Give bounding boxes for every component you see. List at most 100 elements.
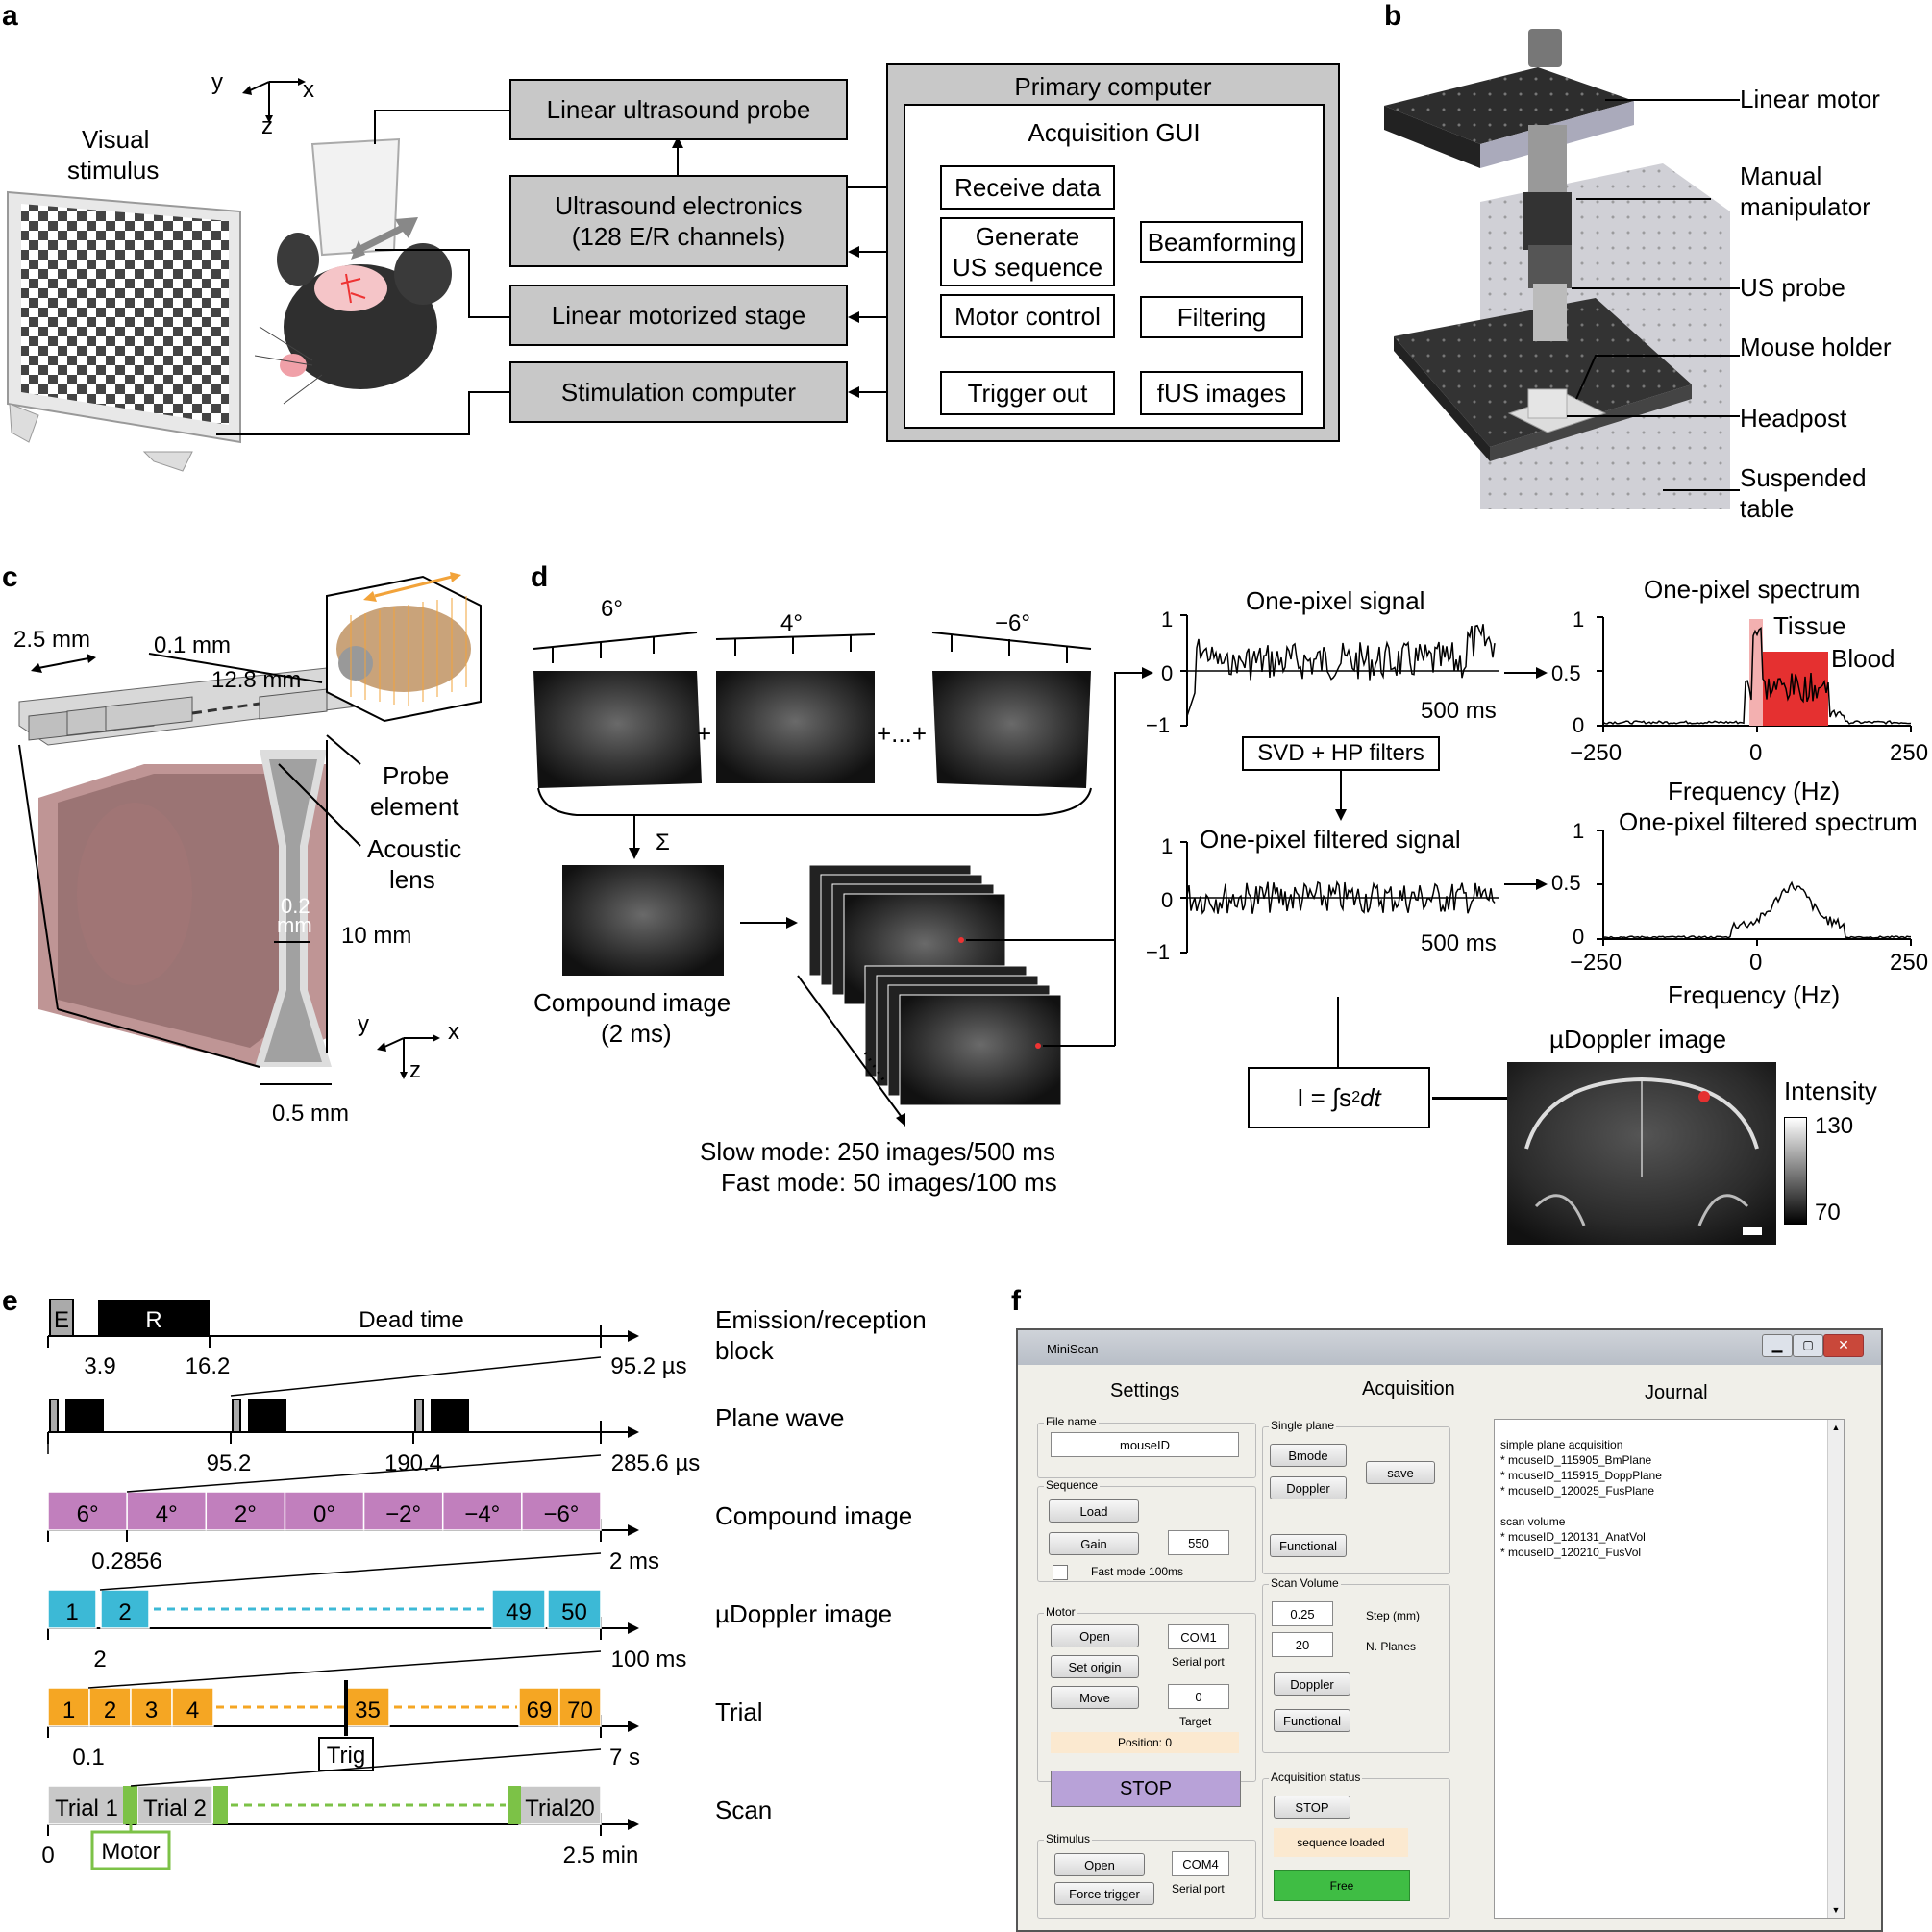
journal-scrollbar[interactable]: ▲ ▼ bbox=[1827, 1420, 1844, 1918]
doppler-cell-label: 1 bbox=[65, 1599, 78, 1625]
trial-cell-label: 4 bbox=[186, 1697, 199, 1723]
row5-tick-label: 0.1 bbox=[72, 1745, 104, 1771]
step-input[interactable]: 0.25 bbox=[1272, 1601, 1333, 1626]
close-icon[interactable]: ✕ bbox=[1823, 1334, 1864, 1357]
signal-trace bbox=[1186, 624, 1496, 717]
fspec-xtick-250: 250 bbox=[1890, 950, 1929, 976]
serial-port-label: Serial port bbox=[1172, 1655, 1225, 1669]
row-label-emission-1: Emission/reception bbox=[715, 1305, 927, 1334]
scan-cell bbox=[47, 1785, 126, 1825]
journal-line: * mouseID_115905_BmPlane bbox=[1500, 1453, 1652, 1467]
stimulation-computer-box: Stimulation computer bbox=[509, 361, 848, 423]
plane-wave-3-r bbox=[431, 1399, 469, 1432]
panel-letter-c: c bbox=[2, 561, 18, 593]
generate-line-1: Generate bbox=[975, 222, 1080, 251]
generate-line-2: US sequence bbox=[952, 253, 1103, 282]
spec-ytick-05: 0.5 bbox=[1551, 661, 1581, 685]
plus-dots: +...+ bbox=[877, 719, 928, 748]
move-button[interactable]: Move bbox=[1051, 1686, 1139, 1709]
functional-button[interactable]: Functional bbox=[1270, 1534, 1347, 1557]
spectrum-trace bbox=[1602, 626, 1912, 725]
set-origin-button[interactable]: Set origin bbox=[1051, 1655, 1139, 1678]
doppler-button[interactable]: Doppler bbox=[1270, 1476, 1347, 1499]
journal-line: * mouseID_120210_FusVol bbox=[1500, 1546, 1642, 1559]
scan-cell bbox=[136, 1785, 213, 1825]
doppler-cell-label: 2 bbox=[118, 1599, 131, 1625]
scan-cell-label: Trial 2 bbox=[143, 1796, 207, 1821]
stop-status-button[interactable]: STOP bbox=[1274, 1796, 1350, 1819]
target-input[interactable]: 0 bbox=[1168, 1684, 1229, 1709]
free-status: Free bbox=[1274, 1870, 1410, 1901]
formula-part-a: I = ∫s bbox=[1297, 1083, 1352, 1112]
row6-tick-label: 0 bbox=[41, 1843, 54, 1869]
doppler-image-title: µDoppler image bbox=[1549, 1025, 1727, 1053]
plus-sign: + bbox=[697, 719, 712, 748]
row6-tick-label: 2.5 min bbox=[563, 1843, 639, 1869]
journal-line: * mouseID_120025_FusPlane bbox=[1500, 1484, 1655, 1498]
motor-label: Motor bbox=[101, 1839, 160, 1865]
signal-to-spectrum-arrows bbox=[1504, 667, 1548, 890]
cbar-70: 70 bbox=[1815, 1200, 1841, 1226]
trial-cell bbox=[518, 1687, 560, 1727]
file-name-group: File name bbox=[1037, 1415, 1256, 1478]
gain-input[interactable]: 550 bbox=[1168, 1530, 1229, 1555]
motor-open-button[interactable]: Open bbox=[1051, 1624, 1139, 1647]
label-mouse-holder: Mouse holder bbox=[1740, 333, 1892, 361]
stimulus-title: Stimulus bbox=[1044, 1832, 1093, 1845]
row3-tick-label: 2 ms bbox=[609, 1548, 659, 1574]
spec-freq-label: Frequency (Hz) bbox=[1668, 777, 1841, 805]
load-button[interactable]: Load bbox=[1049, 1499, 1139, 1523]
gain-button[interactable]: Gain bbox=[1049, 1532, 1139, 1555]
label-probe-element-1: Probe bbox=[383, 761, 450, 790]
panel-letter-e: e bbox=[2, 1285, 18, 1317]
plane-wave-1-r bbox=[65, 1399, 104, 1432]
rig-illustration bbox=[1384, 29, 1740, 509]
com4-input[interactable]: COM4 bbox=[1172, 1851, 1229, 1876]
compound-cell bbox=[284, 1491, 365, 1531]
file-name-input[interactable]: mouseID bbox=[1051, 1432, 1239, 1457]
journal-header: Journal bbox=[1645, 1382, 1708, 1403]
n-planes-label: N. Planes bbox=[1366, 1640, 1417, 1653]
label-acoustic-1: Acoustic bbox=[367, 834, 462, 863]
journal-line: * mouseID_120131_AnatVol bbox=[1500, 1530, 1646, 1544]
trial-cell-label: 70 bbox=[567, 1697, 593, 1723]
compound-cell-label: −6° bbox=[543, 1501, 579, 1527]
scroll-down-icon[interactable]: ▼ bbox=[1831, 1905, 1841, 1915]
force-trigger-button[interactable]: Force trigger bbox=[1054, 1882, 1154, 1905]
compound-label-2: (2 ms) bbox=[601, 1019, 672, 1048]
functional-volume-button[interactable]: Functional bbox=[1274, 1709, 1350, 1732]
label-us-probe: US probe bbox=[1740, 273, 1845, 302]
journal-textarea[interactable]: simple plane acquisition * mouseID_11590… bbox=[1494, 1419, 1845, 1919]
maximize-icon[interactable]: ▢ bbox=[1793, 1334, 1823, 1357]
panel-letter-d: d bbox=[531, 561, 549, 593]
e-label: E bbox=[54, 1307, 69, 1333]
scan-volume-group: Scan Volume bbox=[1262, 1576, 1450, 1753]
trial-cell bbox=[345, 1687, 390, 1727]
com1-input[interactable]: COM1 bbox=[1168, 1624, 1229, 1649]
formula-sup: 2 bbox=[1351, 1089, 1361, 1105]
stop-big-button[interactable]: STOP bbox=[1051, 1771, 1241, 1807]
row3-tick-label: 0.2856 bbox=[91, 1548, 161, 1574]
stimulus-open-button[interactable]: Open bbox=[1054, 1853, 1145, 1876]
sigma: Σ bbox=[656, 830, 670, 855]
save-button[interactable]: save bbox=[1366, 1461, 1435, 1484]
scroll-up-icon[interactable]: ▲ bbox=[1831, 1423, 1841, 1432]
sig-ytick-0: 0 bbox=[1161, 661, 1174, 685]
trial-cell-label: 1 bbox=[62, 1697, 75, 1723]
free-text: Free bbox=[1329, 1879, 1354, 1893]
planes-input[interactable]: 20 bbox=[1272, 1632, 1333, 1657]
fspec-ytick-05: 0.5 bbox=[1551, 871, 1581, 895]
fast-mode-checkbox[interactable] bbox=[1053, 1565, 1068, 1580]
acquisition-gui-label: Acquisition GUI bbox=[1028, 118, 1201, 147]
fast-mode-label: Fast mode 100ms bbox=[1091, 1565, 1184, 1578]
minimize-icon[interactable]: ▁ bbox=[1762, 1334, 1793, 1357]
bmode-button[interactable]: Bmode bbox=[1270, 1444, 1347, 1467]
compound-cell bbox=[362, 1491, 444, 1531]
row5-tick-label: 7 s bbox=[609, 1745, 640, 1771]
panel-letter-f: f bbox=[1011, 1285, 1021, 1317]
row-label-plane-wave: Plane wave bbox=[715, 1403, 845, 1432]
panel-letter-a: a bbox=[2, 0, 18, 32]
doppler-volume-button[interactable]: Doppler bbox=[1274, 1672, 1350, 1696]
